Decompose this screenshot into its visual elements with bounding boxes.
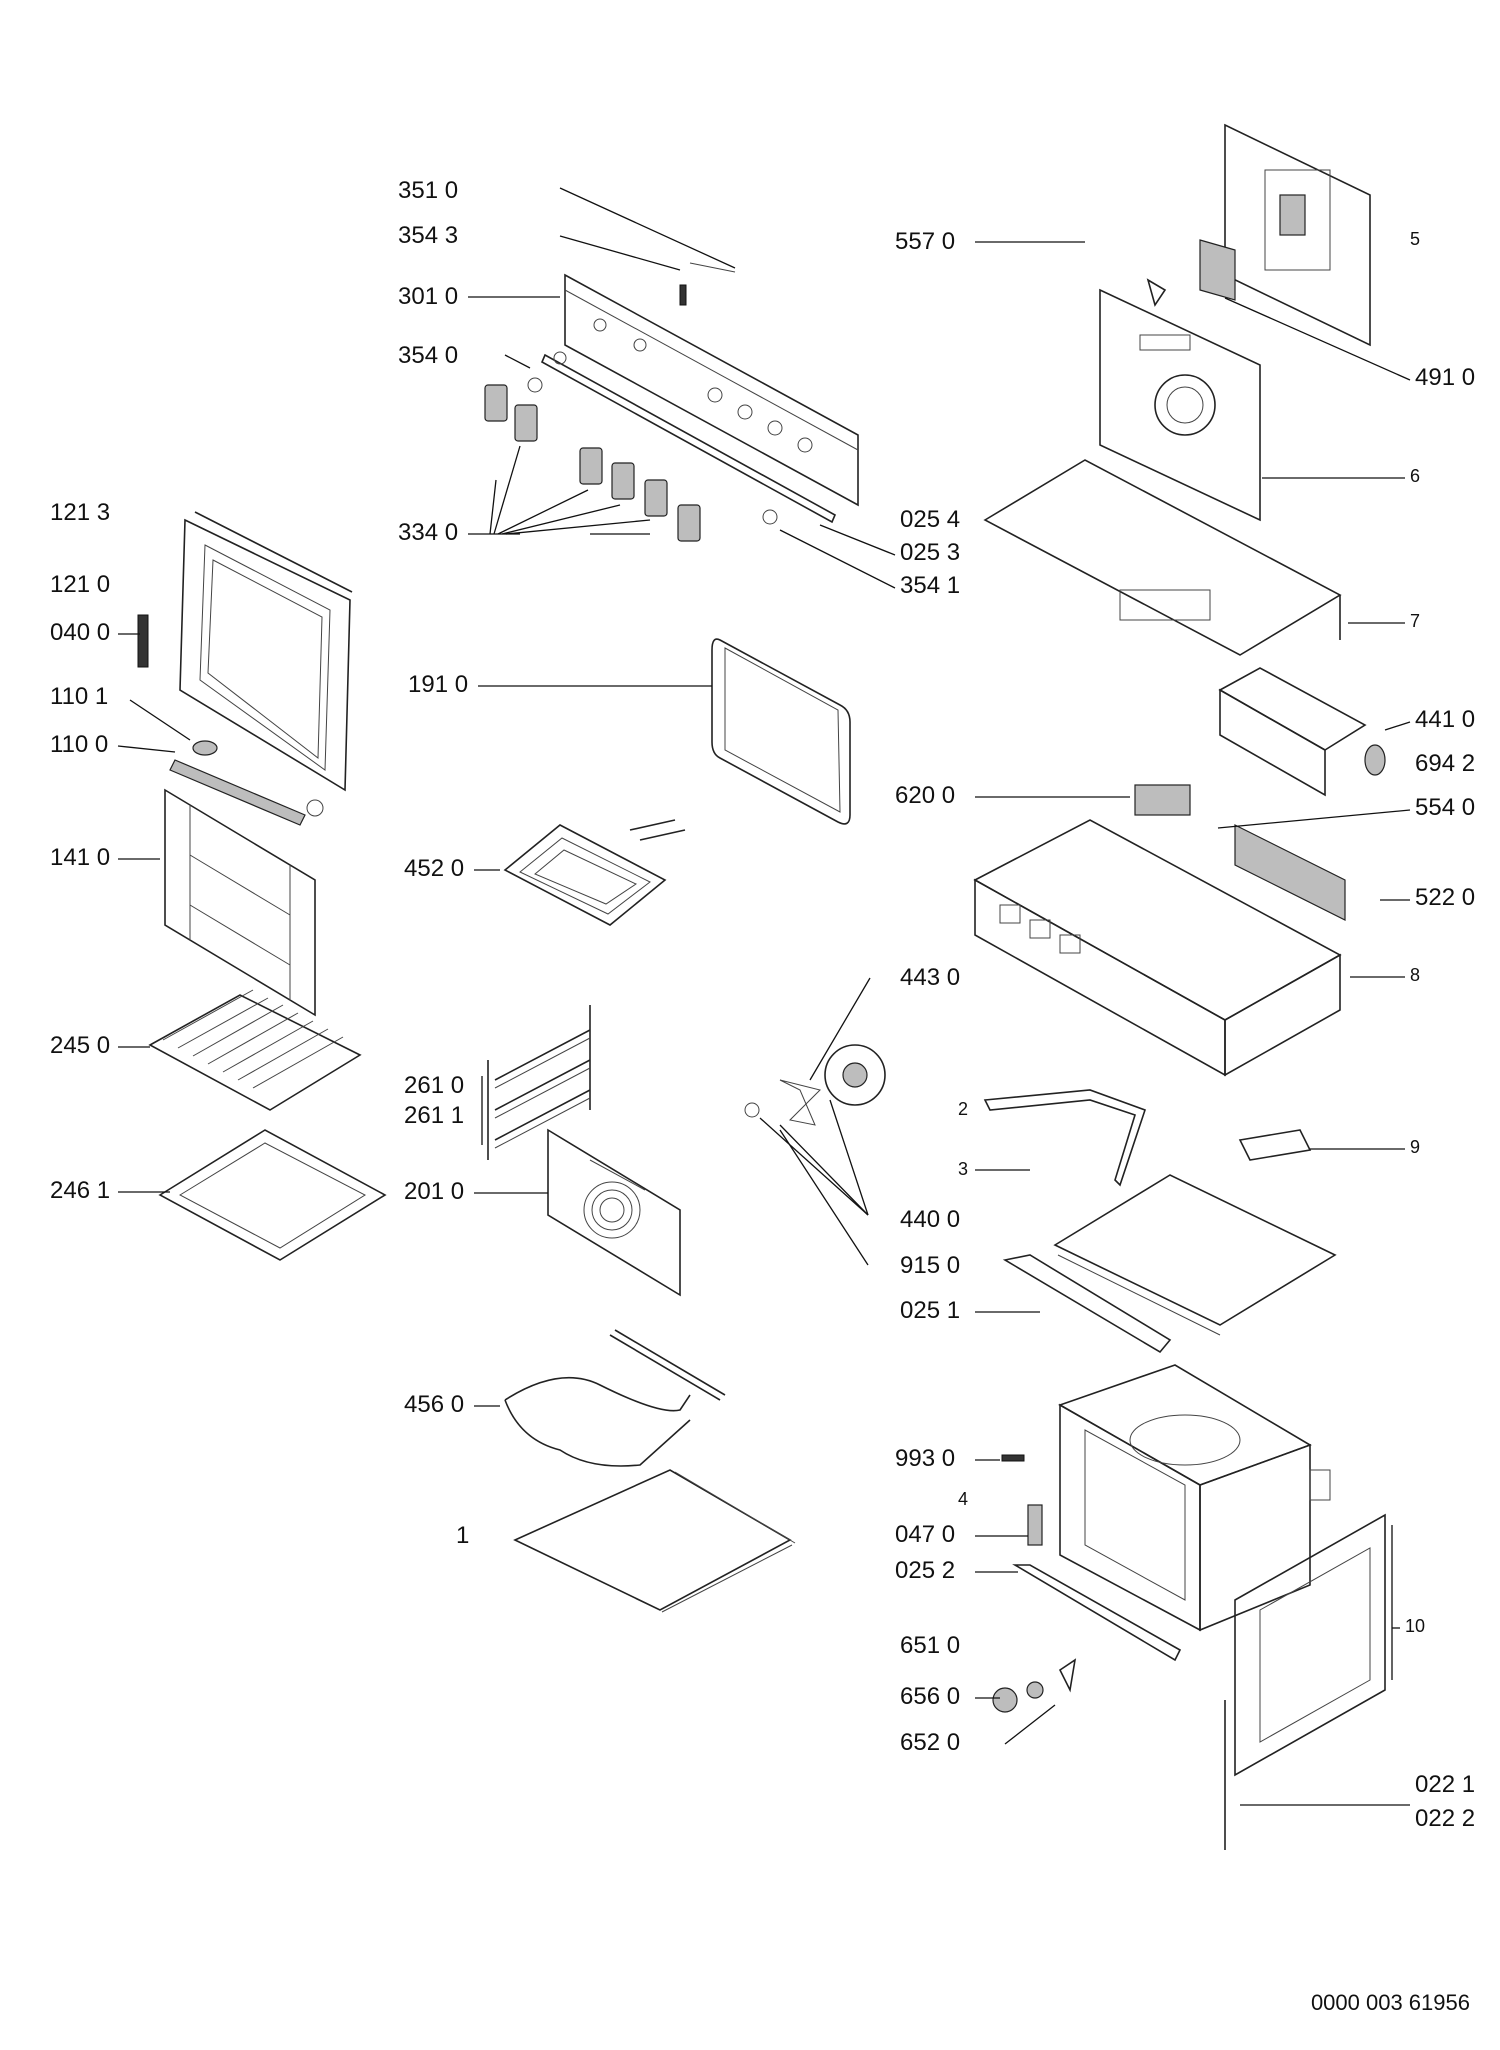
part-label-l0252: 025 2 [895,1557,955,1584]
back-plate-6 [1099,288,1261,522]
door-frame-10 [1234,1513,1393,1777]
part-label-l4400: 440 0 [900,1206,960,1233]
part-label-l1210: 121 0 [50,571,110,598]
part-label-l2461: 246 1 [50,1177,110,1204]
part-label-l1: 1 [456,1522,469,1549]
timer-522 [1234,824,1346,921]
leader-line [117,745,176,753]
part-label-l4910: 491 0 [1415,364,1475,391]
leader-line [779,1129,869,1266]
leader-line [559,235,681,271]
door-glass-141 [164,788,316,1017]
top-cover-7 [983,459,1342,656]
part-label-l3541: 354 1 [900,572,960,599]
bracket-9 [1238,1129,1312,1161]
rail-025-1 [1002,1254,1172,1354]
part-label-l0221: 022 1 [1415,1771,1475,1798]
part-label-l3340: 334 0 [398,519,458,546]
fan-cover-201 [547,1128,681,1297]
leader-line [819,524,896,556]
leader-line [1004,1704,1056,1745]
part-label-l2611: 261 1 [404,1102,464,1129]
callout-c5: 5 [1410,229,1420,249]
callout-c6: 6 [1410,466,1420,486]
control-knobs [484,377,778,542]
part-label-l9930: 993 0 [895,1445,955,1472]
callout-c8: 8 [1410,965,1420,985]
part-label-l1101: 110 1 [50,683,108,710]
oven-floor-1 [513,1469,796,1613]
callout-c9: 9 [1410,1137,1420,1157]
callout-c10: 10 [1405,1616,1425,1636]
leader-line [1217,809,1411,829]
part-label-l0400: 040 0 [50,619,110,646]
part-label-l5220: 522 0 [1415,884,1475,911]
part-label-l1100: 110 0 [50,731,108,758]
door-seal-191 [711,638,851,825]
part-label-l2450: 245 0 [50,1032,110,1059]
heating-element-452 [503,819,686,926]
callout-c7: 7 [1410,611,1420,631]
part-label-l9150: 915 0 [900,1252,960,1279]
part-label-l6520: 652 0 [900,1729,960,1756]
assembly-callouts: 5 6 7 8 9 2 3 4 10 [958,229,1425,1636]
part-label-l3510: 351 0 [398,177,458,204]
part-label-l4430: 443 0 [900,964,960,991]
part-label-l4560: 456 0 [404,1391,464,1418]
part-label-l3540: 354 0 [398,342,458,369]
part-label-l4520: 452 0 [404,855,464,882]
part-label-l6510: 651 0 [900,1632,960,1659]
part-label-l0251: 025 1 [900,1297,960,1324]
bracket-2 [983,1089,1147,1187]
part-label-l1213: 121 3 [50,499,110,526]
side-rails-261 [481,1005,591,1160]
part-label-l6560: 656 0 [900,1683,960,1710]
part-label-l5570: 557 0 [895,228,955,255]
part-label-l0253: 025 3 [900,539,960,566]
callout-c3: 3 [958,1159,968,1179]
leader-line [779,529,896,589]
oven-cavity [1058,1364,1331,1632]
control-panel [540,262,859,524]
part-label-l0222: 022 2 [1415,1805,1475,1832]
baking-tray [158,1129,387,1261]
leader-line [129,699,191,741]
leader-line [809,977,871,1081]
chassis-8 [973,819,1342,1077]
part-label-l4410: 441 0 [1415,706,1475,733]
heating-element-456 [504,1329,726,1467]
part-label-l5540: 554 0 [1415,794,1475,821]
top-plate-3 [1053,1174,1337,1336]
part-label-l1910: 191 0 [408,671,468,698]
part-label-l2610: 261 0 [404,1072,464,1099]
part-label-l3543: 354 3 [398,222,458,249]
small-parts-right [992,1454,1226,1850]
document-number: 0000 003 61956 [1311,1990,1470,2015]
cooling-fan-441 [1218,667,1386,797]
part-label-l2010: 201 0 [404,1178,464,1205]
part-label-l6200: 620 0 [895,782,955,809]
part-label-l3010: 301 0 [398,283,458,310]
wire-rack [148,989,362,1111]
fan-motor-443 [744,1044,886,1216]
leader-lines [117,187,1411,1806]
rear-panel-5 [1146,123,1371,347]
part-label-l1410: 141 0 [50,844,110,871]
leader-line [504,354,531,369]
leader-line [1224,297,1411,381]
callout-c4: 4 [958,1489,968,1509]
callout-c2: 2 [958,1099,968,1119]
part-label-l0470: 047 0 [895,1521,955,1548]
leader-line [559,187,736,269]
leader-line [1384,721,1411,731]
oven-door [137,511,353,826]
switch-620 [1134,784,1191,816]
part-label-l0254: 025 4 [900,506,960,533]
part-number-labels: 351 0 354 3 301 0 354 0 334 0 121 3 121 0 040 0… [50,177,1475,1832]
part-label-l6942: 694 2 [1415,750,1475,777]
